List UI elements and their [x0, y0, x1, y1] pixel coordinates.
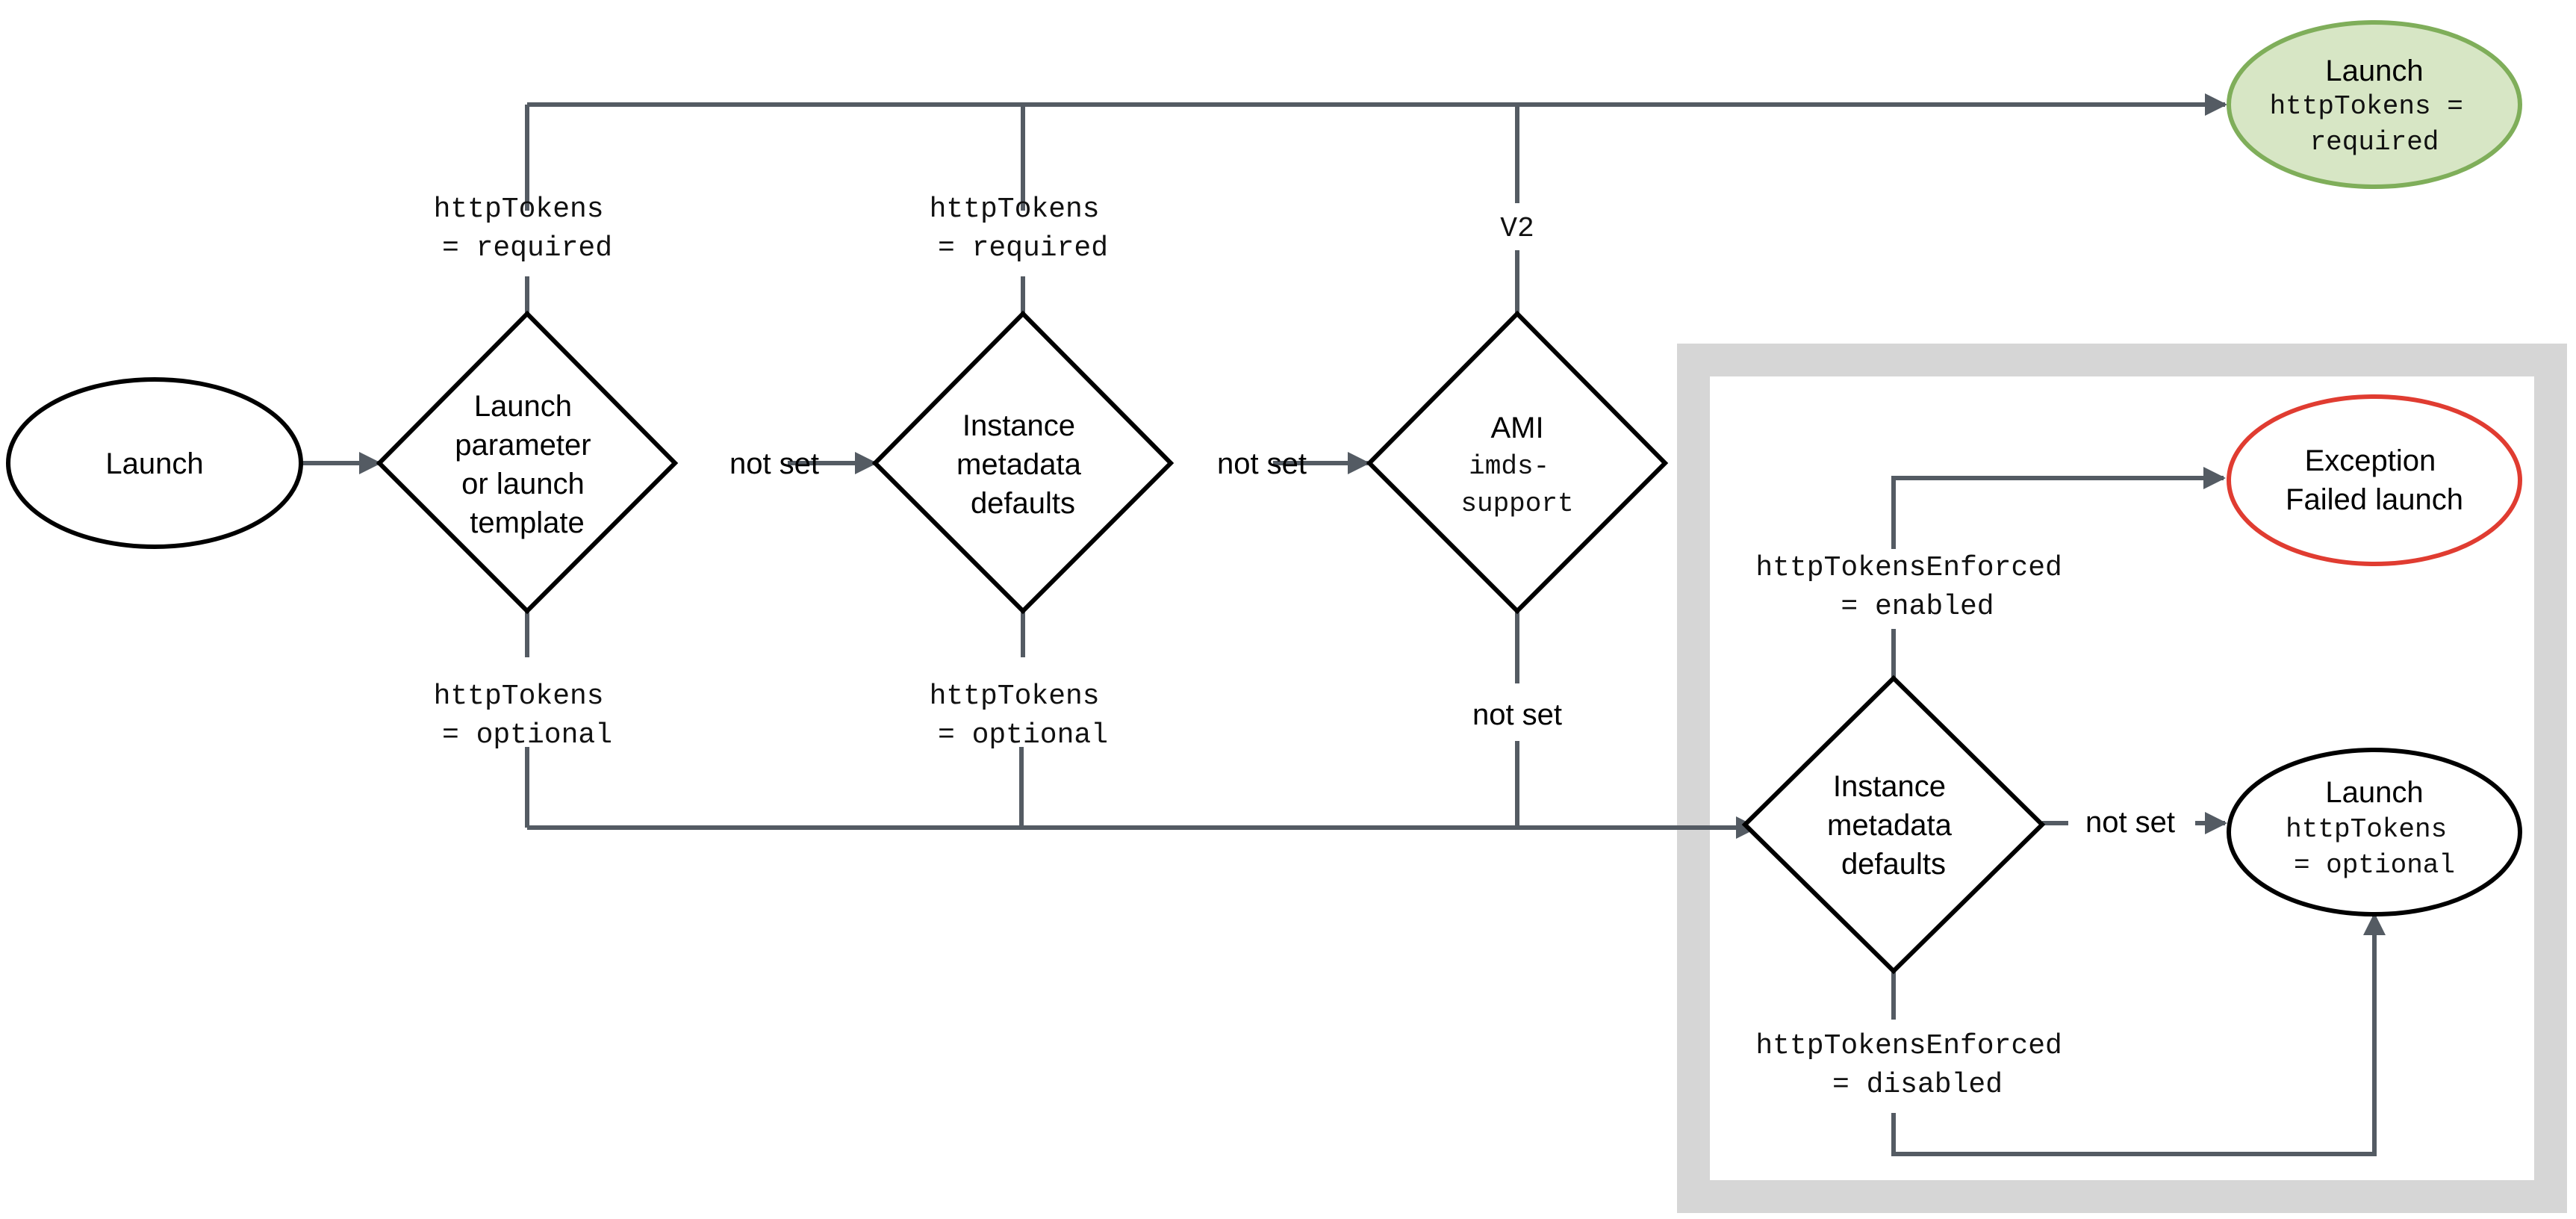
edge-label-ami-v2: V2 [1500, 213, 1534, 245]
launch-optional-tokens: httpTokens = optional [2286, 814, 2463, 881]
edge-label-imd2-disabled: httpTokensEnforced = disabled [1755, 1030, 2079, 1101]
edge-label-lp-optional: httpTokens = optional [434, 680, 621, 751]
edge-imd2-up-bottom [1891, 467, 2226, 549]
exception-label: Exception Failed launch [2286, 444, 2463, 516]
launch-parameter-label: Launch parameter or launch template [455, 390, 599, 539]
instance-metadata-defaults-decision-2: Instance metadata defaults [1741, 674, 2046, 975]
instance-metadata-defaults-2-label: Instance metadata defaults [1827, 770, 1960, 881]
start-node: Launch [6, 377, 303, 549]
edge-imd2-down-bottom [1891, 913, 2386, 1156]
edge-label-imd2-not-set: not set [2085, 806, 2175, 839]
instance-metadata-defaults-decision-1: Instance metadata defaults [871, 310, 1175, 615]
edge-label-lp-required: httpTokens = required [434, 193, 621, 264]
launch-optional-node: Launch httpTokens = optional [2227, 748, 2522, 916]
edge-label-imd2-enabled: httpTokensEnforced = enabled [1755, 552, 2079, 623]
launch-required-node: Launch httpTokens = required [2227, 20, 2522, 189]
edge-label-imd1-not-set: not set [1217, 447, 1307, 480]
instance-metadata-defaults-1-label: Instance metadata defaults [956, 409, 1089, 520]
connectors [302, 93, 2386, 1156]
launch-optional-title: Launch [2325, 776, 2423, 809]
edge-label-imd1-optional: httpTokens = optional [930, 680, 1117, 751]
launch-required-tokens: httpTokens = required [2270, 91, 2480, 158]
ami-decision: AMI imds- support [1366, 310, 1669, 615]
edge-label-lp-not-set: not set [729, 447, 819, 480]
ami-title: AMI [1490, 412, 1543, 444]
exception-node: Exception Failed launch [2227, 394, 2522, 566]
start-node-label: Launch [105, 447, 203, 480]
edge-label-ami-not-set: not set [1472, 698, 1562, 731]
ami-attribute: imds- support [1460, 451, 1573, 519]
edge-label-imd1-required: httpTokens = required [930, 193, 1117, 264]
launch-parameter-decision: Launch parameter or launch template [376, 310, 679, 615]
launch-required-title: Launch [2325, 55, 2423, 87]
edge-labels: httpTokens = required httpTokens = requi… [434, 193, 2175, 1101]
